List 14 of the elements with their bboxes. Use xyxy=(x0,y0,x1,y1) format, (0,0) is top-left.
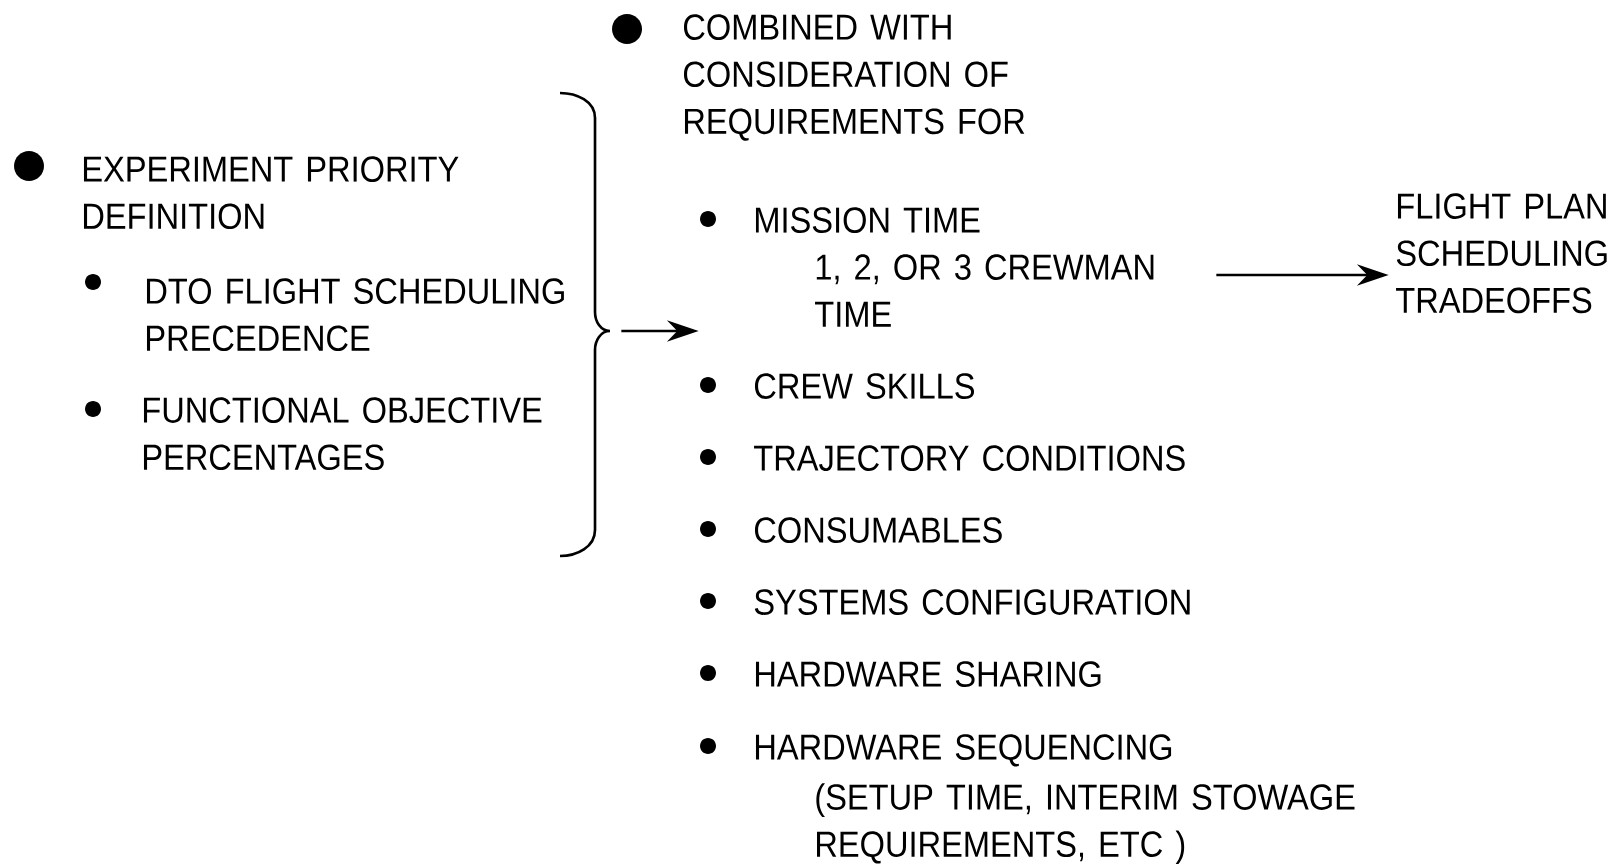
heading: EXPERIMENT PRIORITY DEFINITION xyxy=(84,156,459,230)
list-item: HARDWARE SHARING xyxy=(756,661,1101,687)
list-item: HARDWARE SEQUENCING xyxy=(756,734,1172,767)
list-item: TRAJECTORY CONDITIONS xyxy=(754,445,1185,471)
list-item: 1, 2, OR 3 CREWMAN TIME xyxy=(815,254,1154,327)
list-item: (SETUP TIME, INTERIM STOWAGE REQUIREMENTS, ETC ) xyxy=(816,783,1355,864)
outcome-text: FLIGHT PLAN SCHEDULING TRADEOFFS xyxy=(1396,193,1607,314)
heading: COMBINED WITH CONSIDERATION OF REQUIREMENTS FOR xyxy=(684,14,1025,141)
list-item: CREW SKILLS xyxy=(755,373,974,399)
list-item: FUNCTIONAL OBJECTIVE PERCENTAGES xyxy=(143,397,542,471)
list-item: CONSUMABLES xyxy=(755,517,1002,543)
list-item: SYSTEMS CONFIGURATION xyxy=(754,589,1190,615)
list-item: DTO FLIGHT SCHEDULING PRECEDENCE xyxy=(147,278,564,352)
list-item: MISSION TIME xyxy=(756,207,980,233)
